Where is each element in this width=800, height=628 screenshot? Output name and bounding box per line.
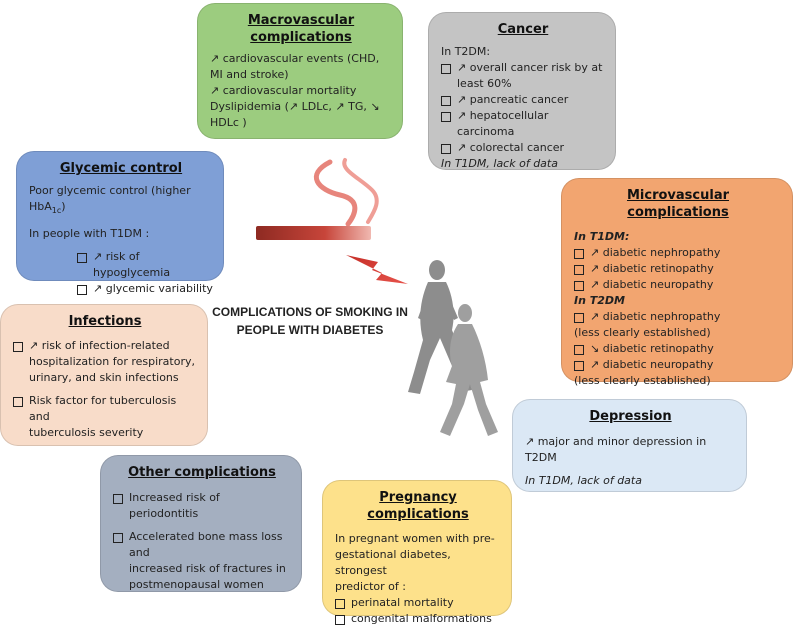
walking-people-icon	[408, 260, 498, 436]
checkbox-icon	[441, 144, 451, 154]
glycemic-control-box: Glycemic control Poor glycemic control (…	[16, 151, 224, 296]
list-item: ↗ diabetic nephropathy	[574, 309, 782, 325]
macrovascular-box: Macrovascular complications ↗ cardiovasc…	[197, 3, 403, 139]
list-item: congenital malformations	[335, 611, 501, 627]
lightning-icon	[346, 255, 408, 284]
list-item: ↗ colorectal cancer	[441, 140, 605, 156]
list-item: ↗ diabetic nephropathy	[574, 245, 782, 261]
depression-box: Depression ↗ major and minor depression …	[512, 399, 747, 492]
micro-t1dm-label: In T1DM:	[574, 230, 630, 243]
center-title-line-1: COMPLICATIONS OF SMOKING	[212, 305, 393, 319]
infections-box: Infections ↗ risk of infection-related h…	[0, 304, 208, 446]
checkbox-icon	[441, 64, 451, 74]
checkbox-icon	[13, 397, 23, 407]
list-item: ↗ overall cancer risk by at least 60%	[441, 60, 605, 92]
microvascular-title: Microvascular complications	[626, 188, 730, 220]
cancer-note: In T1DM, lack of data	[441, 157, 558, 170]
list-item: ↗ diabetic neuropathy	[574, 357, 782, 373]
checkbox-icon	[574, 313, 584, 323]
depression-title: Depression	[589, 409, 672, 424]
diagram-center-title: COMPLICATIONS OF SMOKING IN PEOPLE WITH …	[210, 303, 410, 339]
checkbox-icon	[574, 345, 584, 355]
pregnancy-line-1: In pregnant women with pre- gestational …	[335, 532, 495, 593]
list-item: ↗ glycemic variability	[29, 281, 213, 297]
checkbox-icon	[441, 96, 451, 106]
list-item: ↗ risk of infection-related hospitalizat…	[13, 338, 197, 386]
list-item: ↗ hepatocellular carcinoma	[441, 108, 605, 140]
other-complications-box: Other complications Increased risk of pe…	[100, 455, 302, 592]
macrovascular-title: Macrovascular complications	[247, 13, 355, 45]
macro-line-2: ↗ cardiovascular mortality	[210, 84, 357, 97]
macro-line-1: ↗ cardiovascular events (CHD, MI and str…	[210, 52, 380, 81]
checkbox-icon	[441, 112, 451, 122]
pregnancy-complications-box: Pregnancy complications In pregnant wome…	[322, 480, 512, 625]
cigarette-icon	[256, 226, 371, 240]
depression-line-1: ↗ major and minor depression in T2DM	[525, 435, 707, 464]
checkbox-icon	[335, 599, 345, 609]
pregnancy-title: Pregnancy complications	[367, 490, 469, 522]
micro-t2dm-label: In T2DM	[574, 294, 625, 307]
cancer-title: Cancer	[497, 22, 549, 37]
list-item: Increased risk of periodontitis	[113, 490, 291, 522]
glycemic-title: Glycemic control	[59, 161, 183, 176]
macro-line-3: Dyslipidemia (↗ LDLc, ↗ TG, ↘ HDLc )	[210, 100, 380, 129]
checkbox-icon	[113, 533, 123, 543]
smoke-icon	[314, 158, 379, 227]
checkbox-icon	[113, 494, 123, 504]
list-item: Risk factor for tuberculosis and tubercu…	[13, 393, 197, 441]
checkbox-icon	[13, 342, 23, 352]
checkbox-icon	[574, 281, 584, 291]
microvascular-box: Microvascular complications In T1DM: ↗ d…	[561, 178, 793, 387]
checkbox-icon	[574, 361, 584, 371]
list-item: ↘ diabetic retinopathy	[574, 341, 782, 357]
center-title-line-2: IN PEOPLE WITH DIABETES	[236, 305, 408, 337]
list-item: Accelerated bone mass loss and increased…	[113, 529, 291, 593]
checkbox-icon	[335, 615, 345, 625]
checkbox-icon	[77, 285, 87, 296]
glycemic-line-1: Poor glycemic control (higher HbA1c)	[29, 184, 191, 216]
cancer-intro: In T2DM:	[441, 45, 491, 58]
checkbox-icon	[77, 253, 87, 264]
list-item: ↗ diabetic retinopathy	[574, 261, 782, 277]
list-item: ↗ diabetic neuropathy	[574, 277, 782, 293]
list-item: ↗ risk of hypoglycemia	[29, 249, 213, 281]
glycemic-line-2: In people with T1DM :	[29, 227, 150, 241]
other-title: Other complications	[128, 465, 276, 480]
list-item: ↗ pancreatic cancer	[441, 92, 605, 108]
checkbox-icon	[574, 265, 584, 275]
cancer-box: Cancer In T2DM: ↗ overall cancer risk by…	[428, 12, 616, 170]
checkbox-icon	[574, 249, 584, 259]
list-item: perinatal mortality	[335, 595, 501, 611]
depression-note: In T1DM, lack of data	[525, 474, 642, 487]
infections-title: Infections	[68, 314, 142, 329]
